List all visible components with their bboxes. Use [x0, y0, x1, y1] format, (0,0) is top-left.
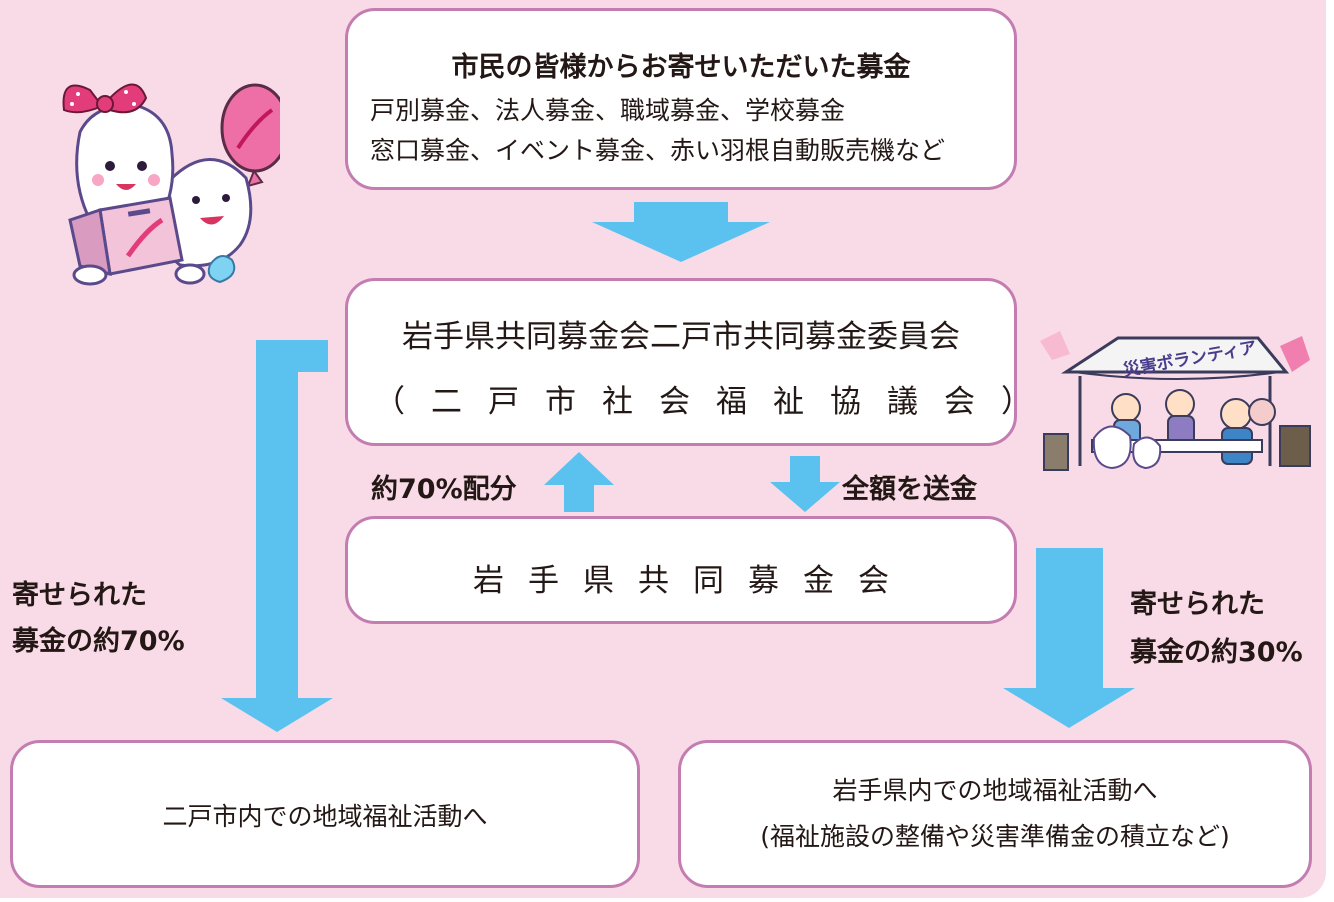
iwate-association-name: 岩手県共同募金会 — [473, 563, 913, 599]
left-share-label-line1: 寄せられた — [12, 580, 147, 611]
iwate-association-box: 岩手県共同募金会 — [345, 516, 1017, 624]
donations-types-line1: 戸別募金、法人募金、職域募金、学校募金 — [370, 96, 846, 125]
left-flow-arrow — [221, 340, 333, 732]
volunteer-tent-illustration: 災害ボランティア — [1040, 331, 1311, 471]
committee-name: 岩手県共同募金会二戸市共同募金委員会 — [402, 319, 960, 355]
down-arrow-full-amount — [770, 456, 840, 512]
prefecture-welfare-text: 岩手県内での地域福祉活動へ — [832, 776, 1158, 805]
committee-parent: （二戸市社会福祉協議会） — [374, 384, 1058, 420]
right-share-label-line1: 寄せられた — [1130, 589, 1265, 620]
donations-title: 市民の皆様からお寄せいただいた募金 — [451, 52, 911, 83]
mascot-illustration — [62, 83, 280, 286]
up-arrow-allocation — [544, 452, 614, 512]
committee-box: 岩手県共同募金会二戸市共同募金委員会 （二戸市社会福祉協議会） — [345, 278, 1058, 446]
left-share-label-line2: 募金の約70% — [12, 626, 185, 657]
donations-types-line2: 窓口募金、イベント募金、赤い羽根自動販売機など — [370, 136, 946, 165]
prefecture-welfare-detail: (福祉施設の整備や災害準備金の積立など) — [760, 822, 1230, 851]
right-flow-arrow — [1003, 548, 1135, 728]
ninohe-welfare-text: 二戸市内での地域福祉活動へ — [162, 802, 488, 831]
down-arrow-top — [592, 202, 770, 262]
donations-box: 市民の皆様からお寄せいただいた募金 戸別募金、法人募金、職域募金、学校募金 窓口… — [345, 8, 1017, 190]
allocation-label: 約70%配分 — [371, 474, 517, 505]
right-share-label-line2: 募金の約30% — [1130, 637, 1303, 668]
ninohe-welfare-box: 二戸市内での地域福祉活動へ — [10, 740, 640, 888]
prefecture-welfare-box: 岩手県内での地域福祉活動へ (福祉施設の整備や災害準備金の積立など) — [678, 740, 1312, 888]
full-amount-label: 全額を送金 — [842, 474, 977, 505]
